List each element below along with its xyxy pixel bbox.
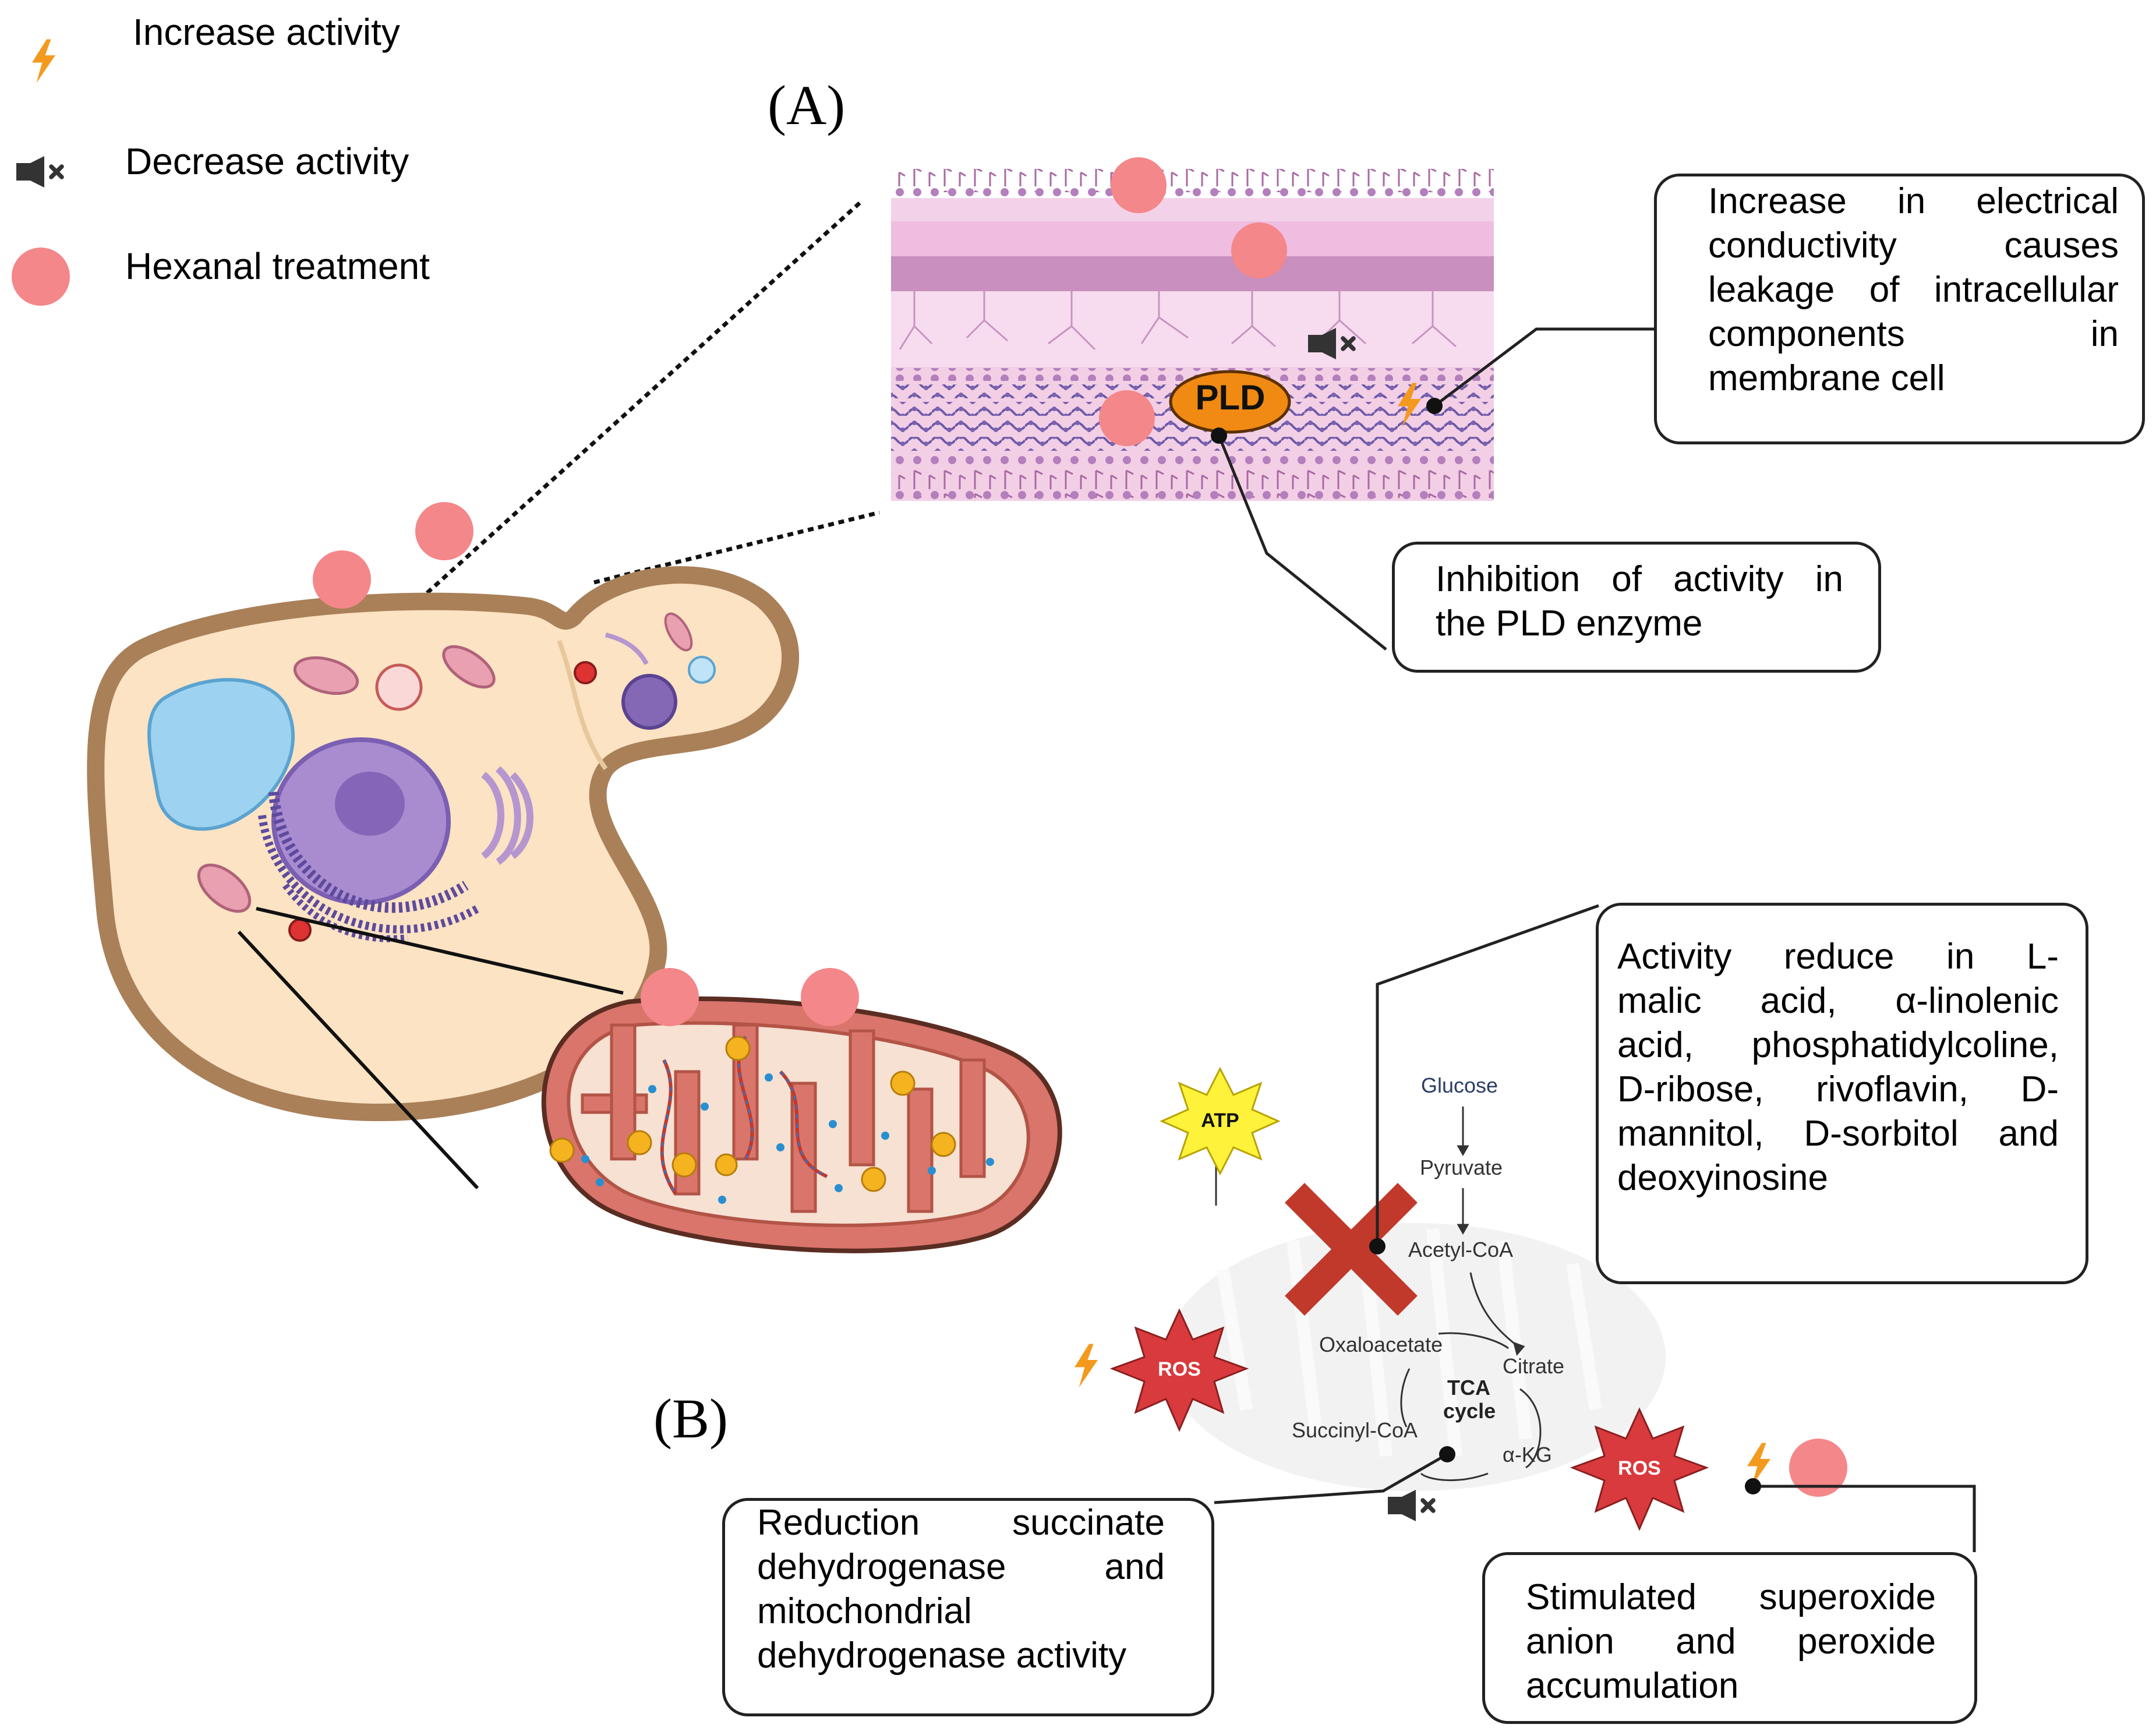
- callout-superoxide: Stimulated superoxide anion and peroxide…: [1482, 1552, 1977, 1724]
- ros-badge-left: [1109, 1308, 1249, 1432]
- pathway-oxaloacetate: Oxaloacetate: [1319, 1333, 1443, 1356]
- pld-label: PLD: [1195, 378, 1266, 417]
- pathway-citrate: Citrate: [1503, 1354, 1565, 1378]
- pathway-tca-line1: TCA: [1447, 1376, 1490, 1400]
- callout-conductivity-line: leakage of intracellular: [1708, 270, 2119, 310]
- legend-decrease-label: Decrease activity: [125, 140, 409, 182]
- callout-dehydrogenase-line: dehydrogenase and: [757, 1547, 1165, 1587]
- ros-increase-icon-left: [1075, 1344, 1098, 1388]
- zoom-line-bottom: [593, 510, 880, 585]
- callout-metabolites-line: Activity reduce in L-: [1617, 937, 2059, 977]
- mitochondrion-background: [1165, 1223, 1666, 1491]
- callout-conductivity: Increase in electrical conductivity caus…: [1654, 174, 2145, 444]
- zoom-line-mito-2: [237, 930, 479, 1190]
- callout-conductivity-line: Increase in electrical: [1708, 181, 2119, 221]
- atp-label: ATP: [1201, 1109, 1239, 1132]
- hexanal-particle-mito-1: [641, 968, 699, 1026]
- callout-metabolites: Activity reduce in L- malic acid, α-lino…: [1596, 903, 2088, 1284]
- pathway-arrows: [1400, 1107, 1542, 1482]
- connector-dot: [1211, 427, 1227, 444]
- callout-pld-line: Inhibition of activity in: [1436, 559, 1843, 599]
- callout-pld: Inhibition of activity in the PLD enzyme: [1392, 542, 1881, 673]
- legend-increase-label: Increase activity: [133, 11, 400, 53]
- panel-label-a: (A): [768, 74, 846, 136]
- legend-decrease-icon: [16, 156, 62, 188]
- connector-dot: [1426, 398, 1443, 414]
- connector-pld: [1217, 435, 1387, 651]
- callout-dehydrogenase-line: dehydrogenase activity: [757, 1635, 1127, 1676]
- mitochondrion-detail: [541, 996, 1062, 1253]
- ros-label-left: ROS: [1158, 1358, 1201, 1380]
- pld-enzyme: [1169, 370, 1291, 434]
- connector-metabolites: [1376, 904, 1599, 1246]
- callout-metabolites-line: mannitol, D-sorbitol and: [1617, 1114, 2059, 1154]
- panel-label-b: (B): [653, 1387, 728, 1450]
- callout-superoxide-line: accumulation: [1526, 1666, 1739, 1706]
- legend-increase-icon: [32, 39, 55, 83]
- pathway-akg: α-KG: [1503, 1443, 1552, 1467]
- legend-hexanal-label: Hexanal treatment: [125, 245, 430, 287]
- connector-dot: [1745, 1478, 1761, 1494]
- hexanal-particle-membrane-2: [1231, 222, 1287, 278]
- pathway-acetyl-coa: Acetyl-CoA: [1408, 1238, 1514, 1262]
- legend-hexanal-icon: [12, 248, 70, 306]
- connector-conductivity: [1433, 327, 1657, 407]
- callout-metabolites-line: acid, phosphatidylcoline,: [1617, 1025, 2059, 1065]
- pathway-tca-line2: cycle: [1443, 1399, 1496, 1423]
- callout-metabolites-line: malic acid, α-linolenic: [1617, 981, 2059, 1021]
- hexanal-particle-membrane-1: [1111, 157, 1167, 213]
- atp-badge: [1160, 1066, 1281, 1176]
- hexanal-particle-pathway: [1789, 1439, 1847, 1497]
- ros-badge-right: [1570, 1407, 1709, 1531]
- inhibition-x-icon: [1285, 1183, 1418, 1316]
- callout-conductivity-line: components in: [1708, 314, 2119, 354]
- hexanal-particle-cell-2: [313, 550, 371, 609]
- callout-superoxide-line: anion and peroxide: [1526, 1621, 1936, 1662]
- callout-pld-line: the PLD enzyme: [1436, 603, 1703, 644]
- callout-conductivity-line: conductivity causes: [1708, 225, 2119, 266]
- ros-label-right: ROS: [1618, 1457, 1661, 1479]
- zoom-line-mito-1: [256, 907, 624, 995]
- callout-metabolites-line: deoxyinosine: [1617, 1158, 1828, 1198]
- pathway-succinyl-coa: Succinyl-CoA: [1292, 1418, 1418, 1442]
- pathway-pyruvate: Pyruvate: [1420, 1156, 1503, 1179]
- callout-conductivity-line: membrane cell: [1708, 358, 1945, 398]
- callout-metabolites-line: D-ribose, rivoflavin, D-: [1617, 1069, 2059, 1109]
- pathway-glucose: Glucose: [1421, 1073, 1498, 1097]
- zoom-line-top: [418, 199, 864, 602]
- yeast-cell: [87, 566, 799, 1122]
- connector-dot: [1369, 1238, 1386, 1255]
- callout-dehydrogenase: Reduction succinate dehydrogenase and mi…: [722, 1498, 1214, 1716]
- hexanal-particle-cell-1: [415, 502, 473, 560]
- pathway-decrease-icon: [1388, 1490, 1433, 1521]
- hexanal-particle-mito-2: [801, 968, 859, 1026]
- callout-superoxide-line: Stimulated superoxide: [1526, 1577, 1936, 1617]
- callout-dehydrogenase-line: Reduction succinate: [757, 1503, 1165, 1543]
- callout-dehydrogenase-line: mitochondrial: [757, 1591, 972, 1631]
- connector-superoxide: [1753, 1485, 1976, 1552]
- connector-dehydrogenase: [1214, 1453, 1448, 1504]
- cell-membrane-zoom: [891, 169, 1494, 502]
- connector-dot: [1439, 1446, 1455, 1462]
- hexanal-particle-membrane-3: [1099, 390, 1155, 446]
